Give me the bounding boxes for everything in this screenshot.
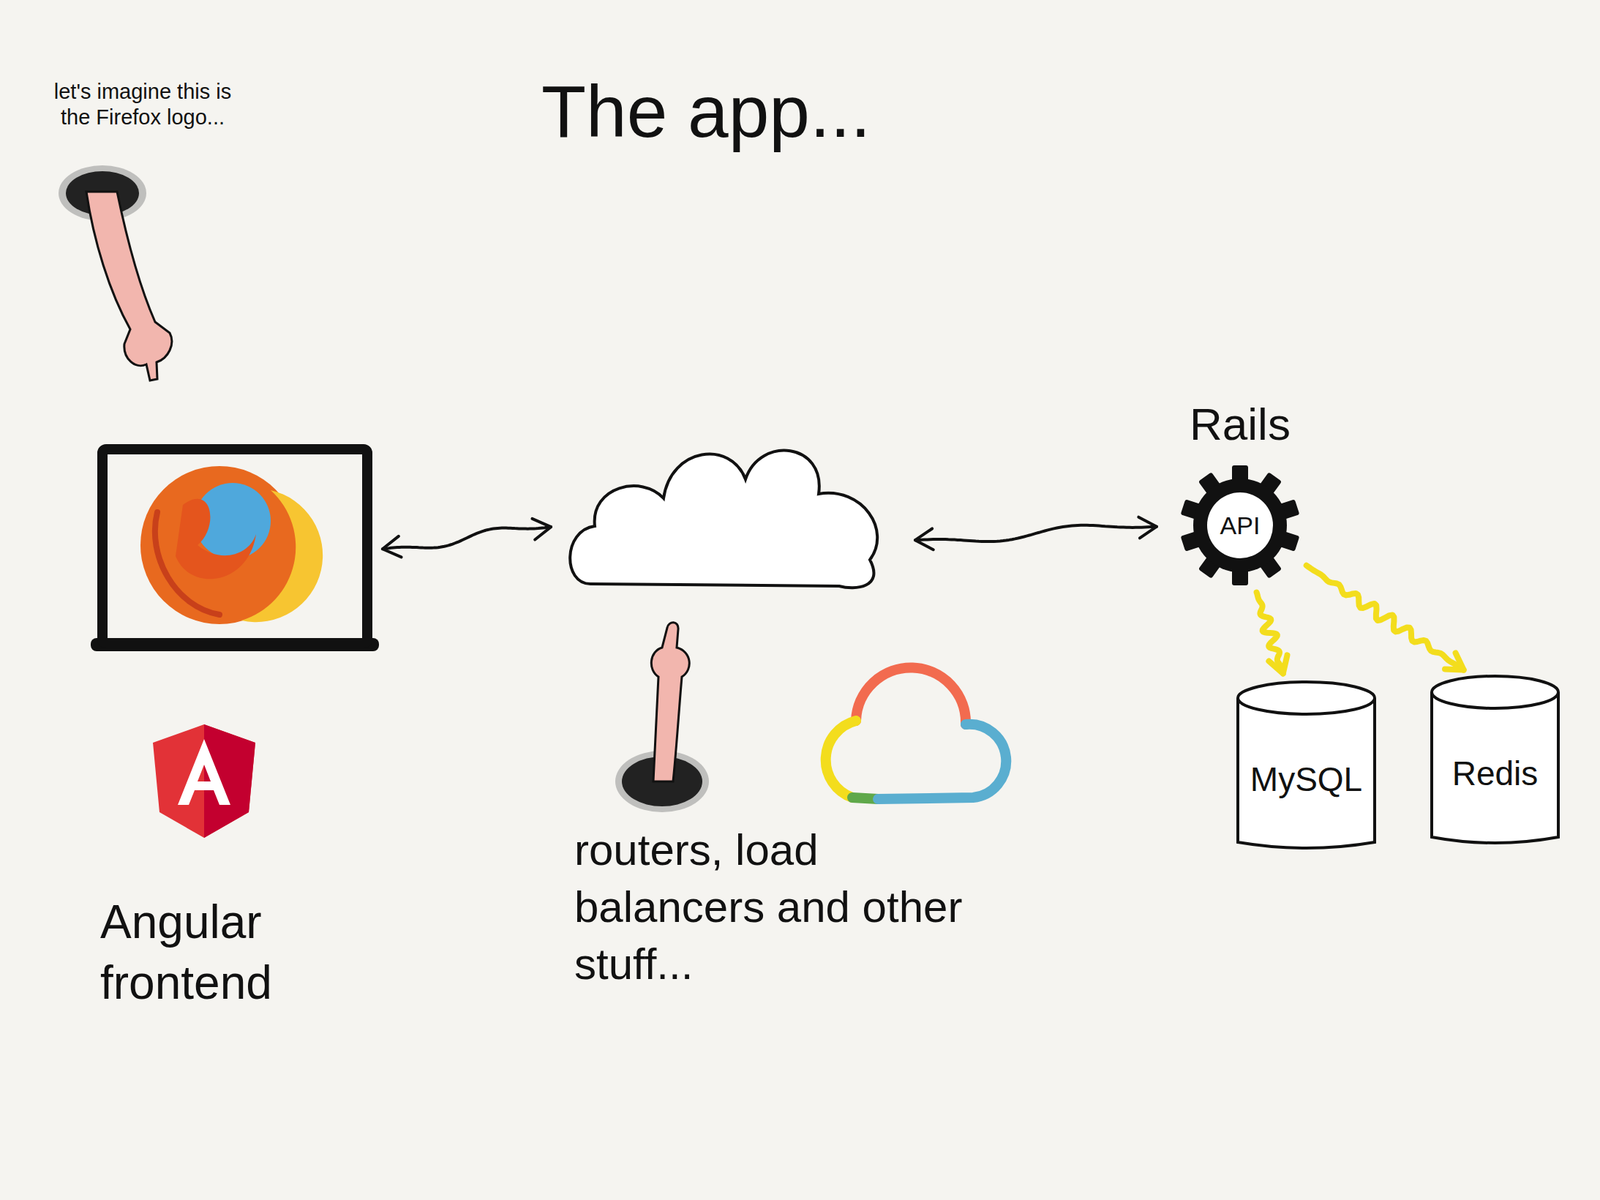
- database-name: MySQL: [1234, 757, 1378, 802]
- connector-arrow: [1306, 565, 1464, 671]
- api-gear: RailsAPI: [1178, 463, 1302, 587]
- database-cylinder: MySQL: [1234, 678, 1378, 853]
- cylinder-top: [1237, 681, 1375, 715]
- connector-line: [1306, 565, 1464, 671]
- pointing-hand: [651, 622, 690, 782]
- laptop-screen: Angular frontend: [97, 444, 373, 649]
- arrow-head: [531, 518, 551, 540]
- network-cloud: routers, load balancers and other stuff.…: [561, 433, 894, 592]
- arrow-head: [1268, 654, 1287, 674]
- gear-label: API: [1178, 509, 1302, 542]
- firefox-logo: [155, 512, 220, 615]
- note-text: let's imagine this is the Firefox logo..…: [43, 79, 242, 131]
- component-heading: Rails: [1149, 395, 1331, 455]
- angular-logo: [152, 724, 256, 838]
- component-caption: Angular frontend: [100, 891, 415, 1014]
- cylinder-top: [1431, 675, 1559, 709]
- diagram-title: The app...: [541, 67, 871, 156]
- cloud-logo: [855, 667, 966, 725]
- arrow-head: [1444, 652, 1464, 670]
- angular-logo: [177, 738, 231, 805]
- cloud-outline: [561, 433, 894, 592]
- arrow-head: [1138, 517, 1157, 539]
- pointing-hand: [86, 191, 172, 381]
- arrow-head: [382, 536, 402, 558]
- cloud-logo: [825, 720, 856, 798]
- arrow-head: [915, 528, 934, 550]
- database-cylinder: Redis: [1428, 673, 1562, 848]
- cloud-logo: [877, 724, 1006, 799]
- connector-line: [382, 526, 551, 549]
- connector-arrow: [382, 518, 551, 557]
- connector-line: [915, 525, 1157, 542]
- database-name: Redis: [1428, 752, 1562, 796]
- cloud-outline: [569, 450, 878, 589]
- component-caption: routers, load balancers and other stuff.…: [574, 821, 999, 993]
- firefox-logo: [175, 498, 257, 579]
- connector-arrow: [915, 517, 1157, 551]
- connector-arrow: [1256, 592, 1288, 674]
